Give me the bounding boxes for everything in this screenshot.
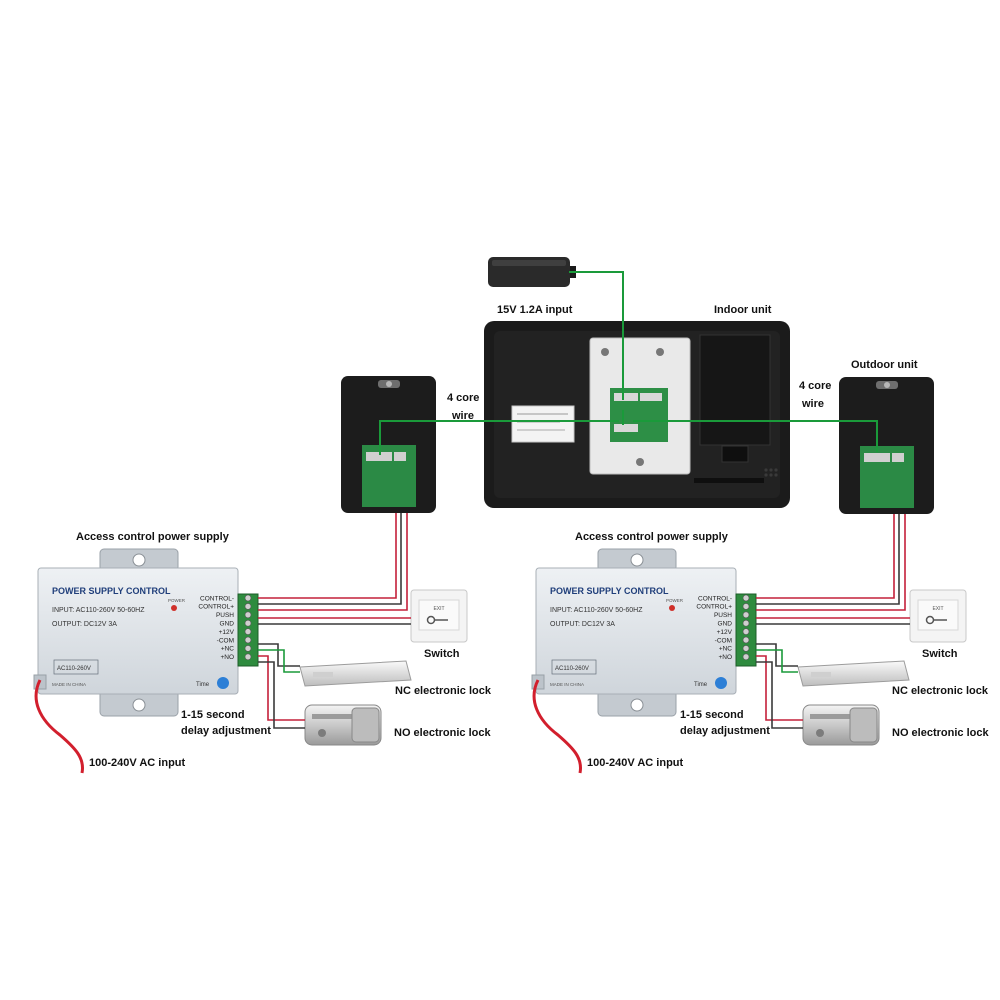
switch-text: EXIT [932,606,943,612]
indoor-unit [484,321,790,508]
power-supply-label-left: Access control power supply [76,531,230,543]
wire-label-left-1: 4 core [447,392,479,404]
power-supply-left [33,548,259,717]
outdoor-unit-label: Outdoor unit [851,359,918,371]
terminal-screw [742,628,750,635]
terminal-screw [742,603,750,610]
terminal-label: CONTROL- [698,595,732,602]
delay-label-right-2: delay adjustment [680,725,770,737]
terminal-screw [244,645,252,652]
terminal-label: +NC [719,646,732,653]
wire-label-right-1: 4 core [799,380,831,392]
time-label: Time [694,682,708,688]
terminal-label: +NO [220,654,234,661]
terminal-label: PUSH [216,612,234,619]
power-box-made-in: MADE IN CHINA [52,682,86,687]
power-led-label: POWER [666,598,684,603]
wire-label-right-2: wire [801,398,824,410]
terminal-screw [244,636,252,644]
terminal-block-left [244,594,252,661]
outdoor-unit-left [341,376,436,513]
ac-input-label-left: 100-240V AC input [89,757,186,769]
power-supply-label-right: Access control power supply [575,531,729,543]
nc-lock-right [797,660,910,687]
terminal-screw [244,653,252,661]
terminal-label: CONTROL- [200,595,234,602]
power-led-label: POWER [168,598,186,603]
terminal-block-right [742,594,750,661]
terminal-label: PUSH [714,612,732,619]
nc-lock-label-left: NC electronic lock [395,685,492,697]
terminal-screw [742,645,750,652]
terminal-label: +NO [718,654,732,661]
wiring-right [532,514,910,774]
nc-lock-left [299,660,412,687]
terminal-label: +NC [221,646,234,653]
terminal-label: CONTROL+ [198,604,234,611]
delay-label-left-2: delay adjustment [181,725,271,737]
power-supply-right [531,548,757,717]
terminal-screw [742,619,750,627]
terminal-labels-left: CONTROL- CONTROL+PUSH GND+12V-COM +NC+NO [198,595,234,661]
delay-label-right-1: 1-15 second [680,709,744,721]
power-box-title: POWER SUPPLY CONTROL [52,586,171,596]
power-box-input: INPUT: AC110-260V 50-60HZ [52,607,145,614]
switch-label-right: Switch [922,648,958,660]
time-label: Time [196,682,210,688]
terminal-screw [742,653,750,661]
switch-text: EXIT [433,606,444,612]
terminal-screw [244,603,252,610]
indoor-unit-label: Indoor unit [714,304,772,316]
power-adapter [488,257,576,287]
terminal-screw [742,611,750,619]
terminal-label: +12V [717,629,733,636]
ac-input-label-right: 100-240V AC input [587,757,684,769]
exit-switch-right: EXIT [909,589,967,643]
terminal-screw [244,619,252,627]
no-lock-left [304,704,382,746]
terminal-labels-right: CONTROL- CONTROL+PUSH GND+12V-COM +NC+NO [696,595,732,661]
terminal-screw [244,611,252,619]
no-lock-right [802,704,880,746]
power-box-input: INPUT: AC110-260V 50-60HZ [550,607,643,614]
terminal-label: GND [220,621,235,628]
terminal-label: -COM [217,637,234,644]
terminal-screw [244,628,252,635]
wire-label-left-2: wire [451,410,474,422]
switch-label-left: Switch [424,648,460,660]
wiring-left [34,513,411,774]
terminal-label: GND [718,621,733,628]
exit-switch-left: EXIT [410,589,468,643]
terminal-label: CONTROL+ [696,604,732,611]
power-box-ac-tag: AC110-260V [57,666,91,672]
green-wires [379,271,878,455]
terminal-screw [244,594,252,602]
nc-lock-label-right: NC electronic lock [892,685,989,697]
no-lock-label-left: NO electronic lock [394,727,491,739]
terminal-screw [742,594,750,602]
delay-label-left-1: 1-15 second [181,709,245,721]
power-box-made-in: MADE IN CHINA [550,682,584,687]
adapter-input-label: 15V 1.2A input [497,304,573,316]
power-box-ac-tag: AC110-260V [555,666,589,672]
terminal-label: +12V [219,629,235,636]
power-box-title: POWER SUPPLY CONTROL [550,586,669,596]
terminal-screw [742,636,750,644]
terminal-label: -COM [715,637,732,644]
outdoor-unit-right [839,377,934,514]
power-box-output: OUTPUT: DC12V 3A [550,621,615,628]
no-lock-label-right: NO electronic lock [892,727,989,739]
power-box-output: OUTPUT: DC12V 3A [52,621,117,628]
